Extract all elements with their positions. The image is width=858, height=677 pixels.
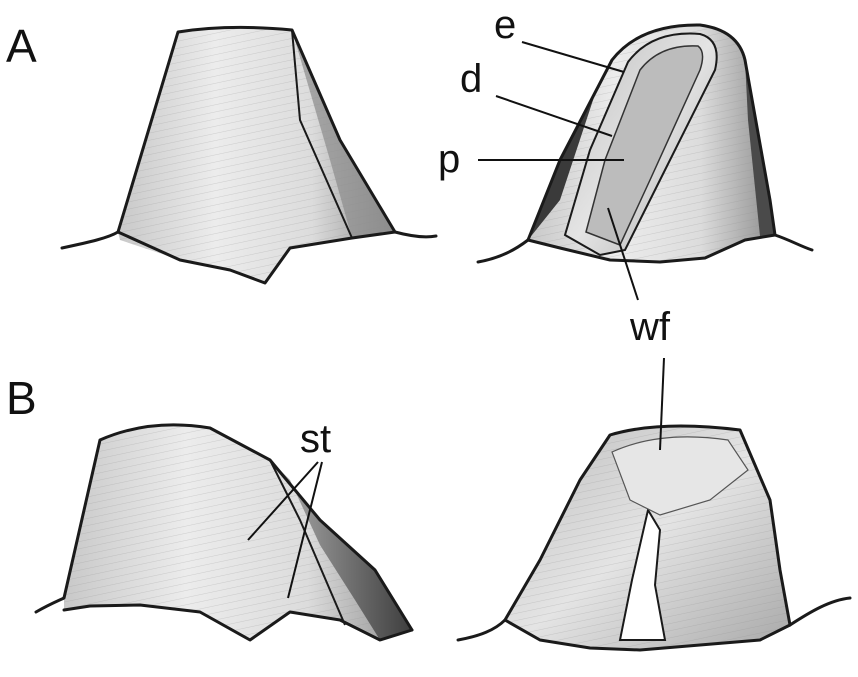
- leader-e: [522, 42, 624, 72]
- panel-letter-a: A: [6, 20, 37, 72]
- label-p: p: [438, 137, 460, 181]
- tooth-b-right: [458, 426, 850, 650]
- panel-letter-b: B: [6, 372, 37, 424]
- label-st: st: [300, 417, 331, 461]
- label-d: d: [460, 57, 482, 101]
- label-wf: wf: [629, 305, 671, 349]
- tooth-a-right: [478, 25, 812, 262]
- tooth-b-left: [36, 425, 412, 640]
- label-e: e: [494, 3, 516, 47]
- tooth-a-left: [62, 27, 436, 283]
